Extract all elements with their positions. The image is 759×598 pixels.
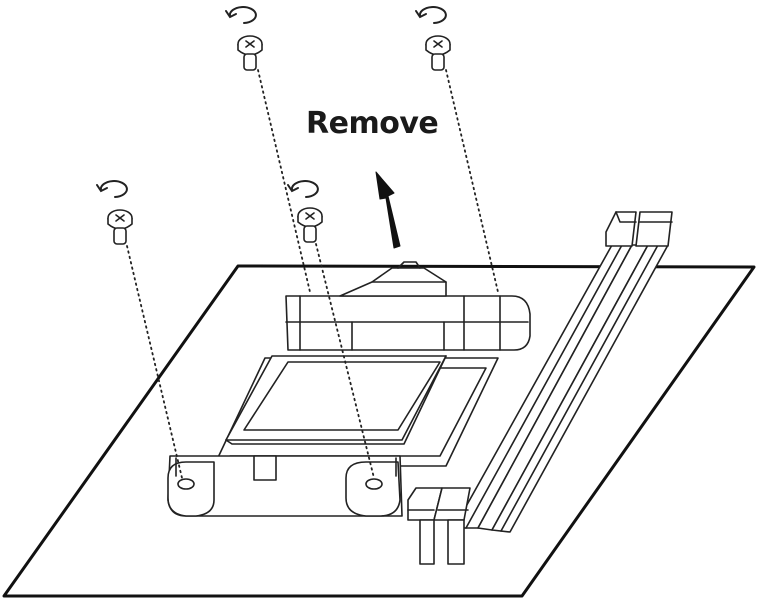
screw-icon <box>107 209 133 245</box>
lower-bracket <box>167 455 403 517</box>
retention-bracket <box>285 261 531 351</box>
memory-slots <box>407 211 673 565</box>
rotate-ccw-icon <box>225 6 257 24</box>
rotate-ccw-icon <box>96 180 128 198</box>
rotate-ccw-icon <box>287 180 319 198</box>
screw-icon <box>237 35 263 71</box>
remove-label: Remove <box>306 106 439 141</box>
screw-guide-lines <box>126 69 499 479</box>
cpu-socket <box>213 355 499 467</box>
screw-icon <box>297 207 323 243</box>
rotate-ccw-icon <box>415 6 447 24</box>
screw-icon <box>425 35 451 71</box>
up-arrow-icon <box>375 171 401 249</box>
